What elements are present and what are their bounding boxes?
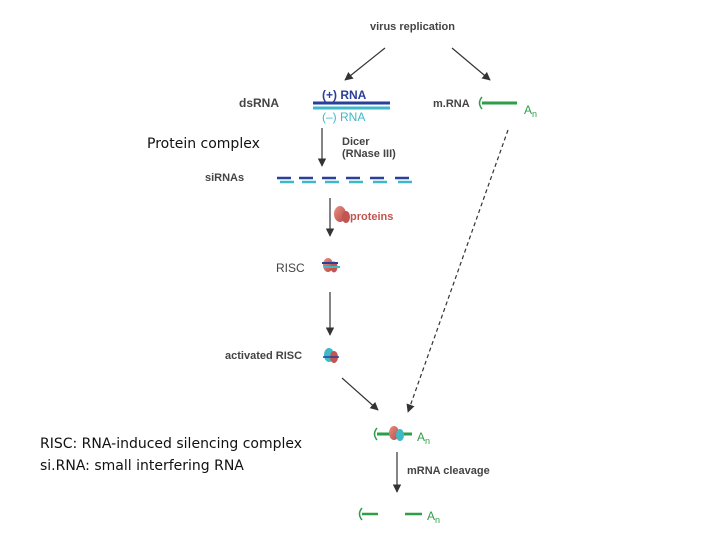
risc-label: RISC bbox=[276, 261, 305, 275]
arrow-to-target bbox=[341, 377, 379, 411]
fragment-poly-a-label: An bbox=[427, 509, 440, 525]
mrna-label: m.RNA bbox=[433, 98, 470, 110]
minus-rna-label: (–) RNA bbox=[322, 110, 365, 124]
target-mrna-cap bbox=[373, 427, 378, 441]
sirnas-label: siRNAs bbox=[205, 172, 244, 184]
arrow-to-mrna bbox=[451, 47, 491, 81]
mrna-cleavage-label: mRNA cleavage bbox=[407, 465, 490, 477]
plus-rna-label: (+) RNA bbox=[322, 88, 367, 102]
risc-definition: RISC: RNA-induced silencing complex bbox=[40, 436, 303, 452]
activated-risc-label: activated RISC bbox=[225, 350, 302, 362]
mrna-to-cleavage-dashed-arrow bbox=[406, 129, 509, 413]
rnase-iii-label: (RNase III) bbox=[342, 148, 396, 160]
target-poly-a-label: An bbox=[417, 430, 430, 446]
protein-icon bbox=[334, 206, 350, 223]
dsrna-label: dsRNA bbox=[239, 96, 279, 110]
virus-replication-label: virus replication bbox=[370, 21, 455, 33]
fragment-5-prime-cap bbox=[358, 507, 363, 521]
dicer-label: Dicer bbox=[342, 136, 370, 148]
proteins-label: proteins bbox=[350, 211, 393, 223]
sirna-duplexes bbox=[277, 176, 412, 184]
poly-a-tail-label: An bbox=[524, 103, 537, 119]
protein-complex-note: Protein complex bbox=[147, 136, 260, 152]
activated-risc-icon bbox=[323, 348, 339, 363]
risc-complex-icon bbox=[322, 258, 340, 273]
sirna-definition: si.RNA: small interfering RNA bbox=[40, 458, 244, 474]
risc-on-mrna-icon bbox=[389, 426, 404, 441]
arrow-to-dsrna bbox=[344, 47, 386, 81]
mrna-cap bbox=[478, 96, 483, 110]
